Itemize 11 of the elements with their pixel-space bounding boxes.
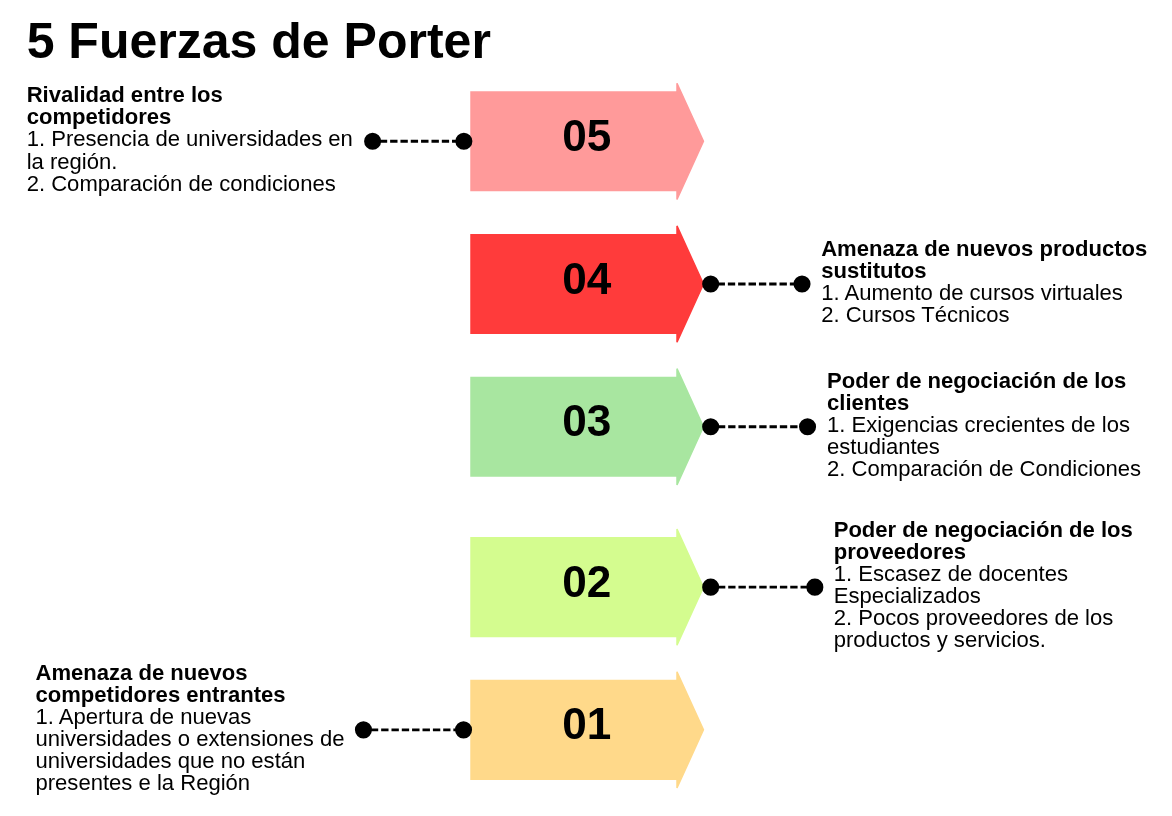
node-text: Amenaza de nuevos productos sustitutos 1. Aumento de cursos virtuales 2. Cursos Técnicos (820, 236, 1147, 328)
node-text: Rivalidad entre los competidores 1. Presencia de universidades en la región. 2. Comparación de condiciones (26, 82, 353, 196)
connector (701, 418, 816, 436)
node-text: Poder de negociación de los clientes 1. Exigencias crecientes de los estudiantes 2. Comparación de Condiciones (826, 367, 1141, 482)
diagram-title: 5 Fuerzas de Porter (26, 13, 491, 70)
connector (701, 578, 823, 596)
connector (354, 721, 472, 739)
node-text: Amenaza de nuevos competidores entrantes 1. Apertura de nuevas universidades o extensiones de universidades que no están presentes e la Región (34, 659, 345, 796)
connector (701, 275, 811, 293)
node-text: Poder de negociación de los proveedores 1. Escasez de docentes Especializados 2. Pocos proveedores de los productos y servicios. (833, 517, 1133, 653)
connector (363, 132, 472, 150)
